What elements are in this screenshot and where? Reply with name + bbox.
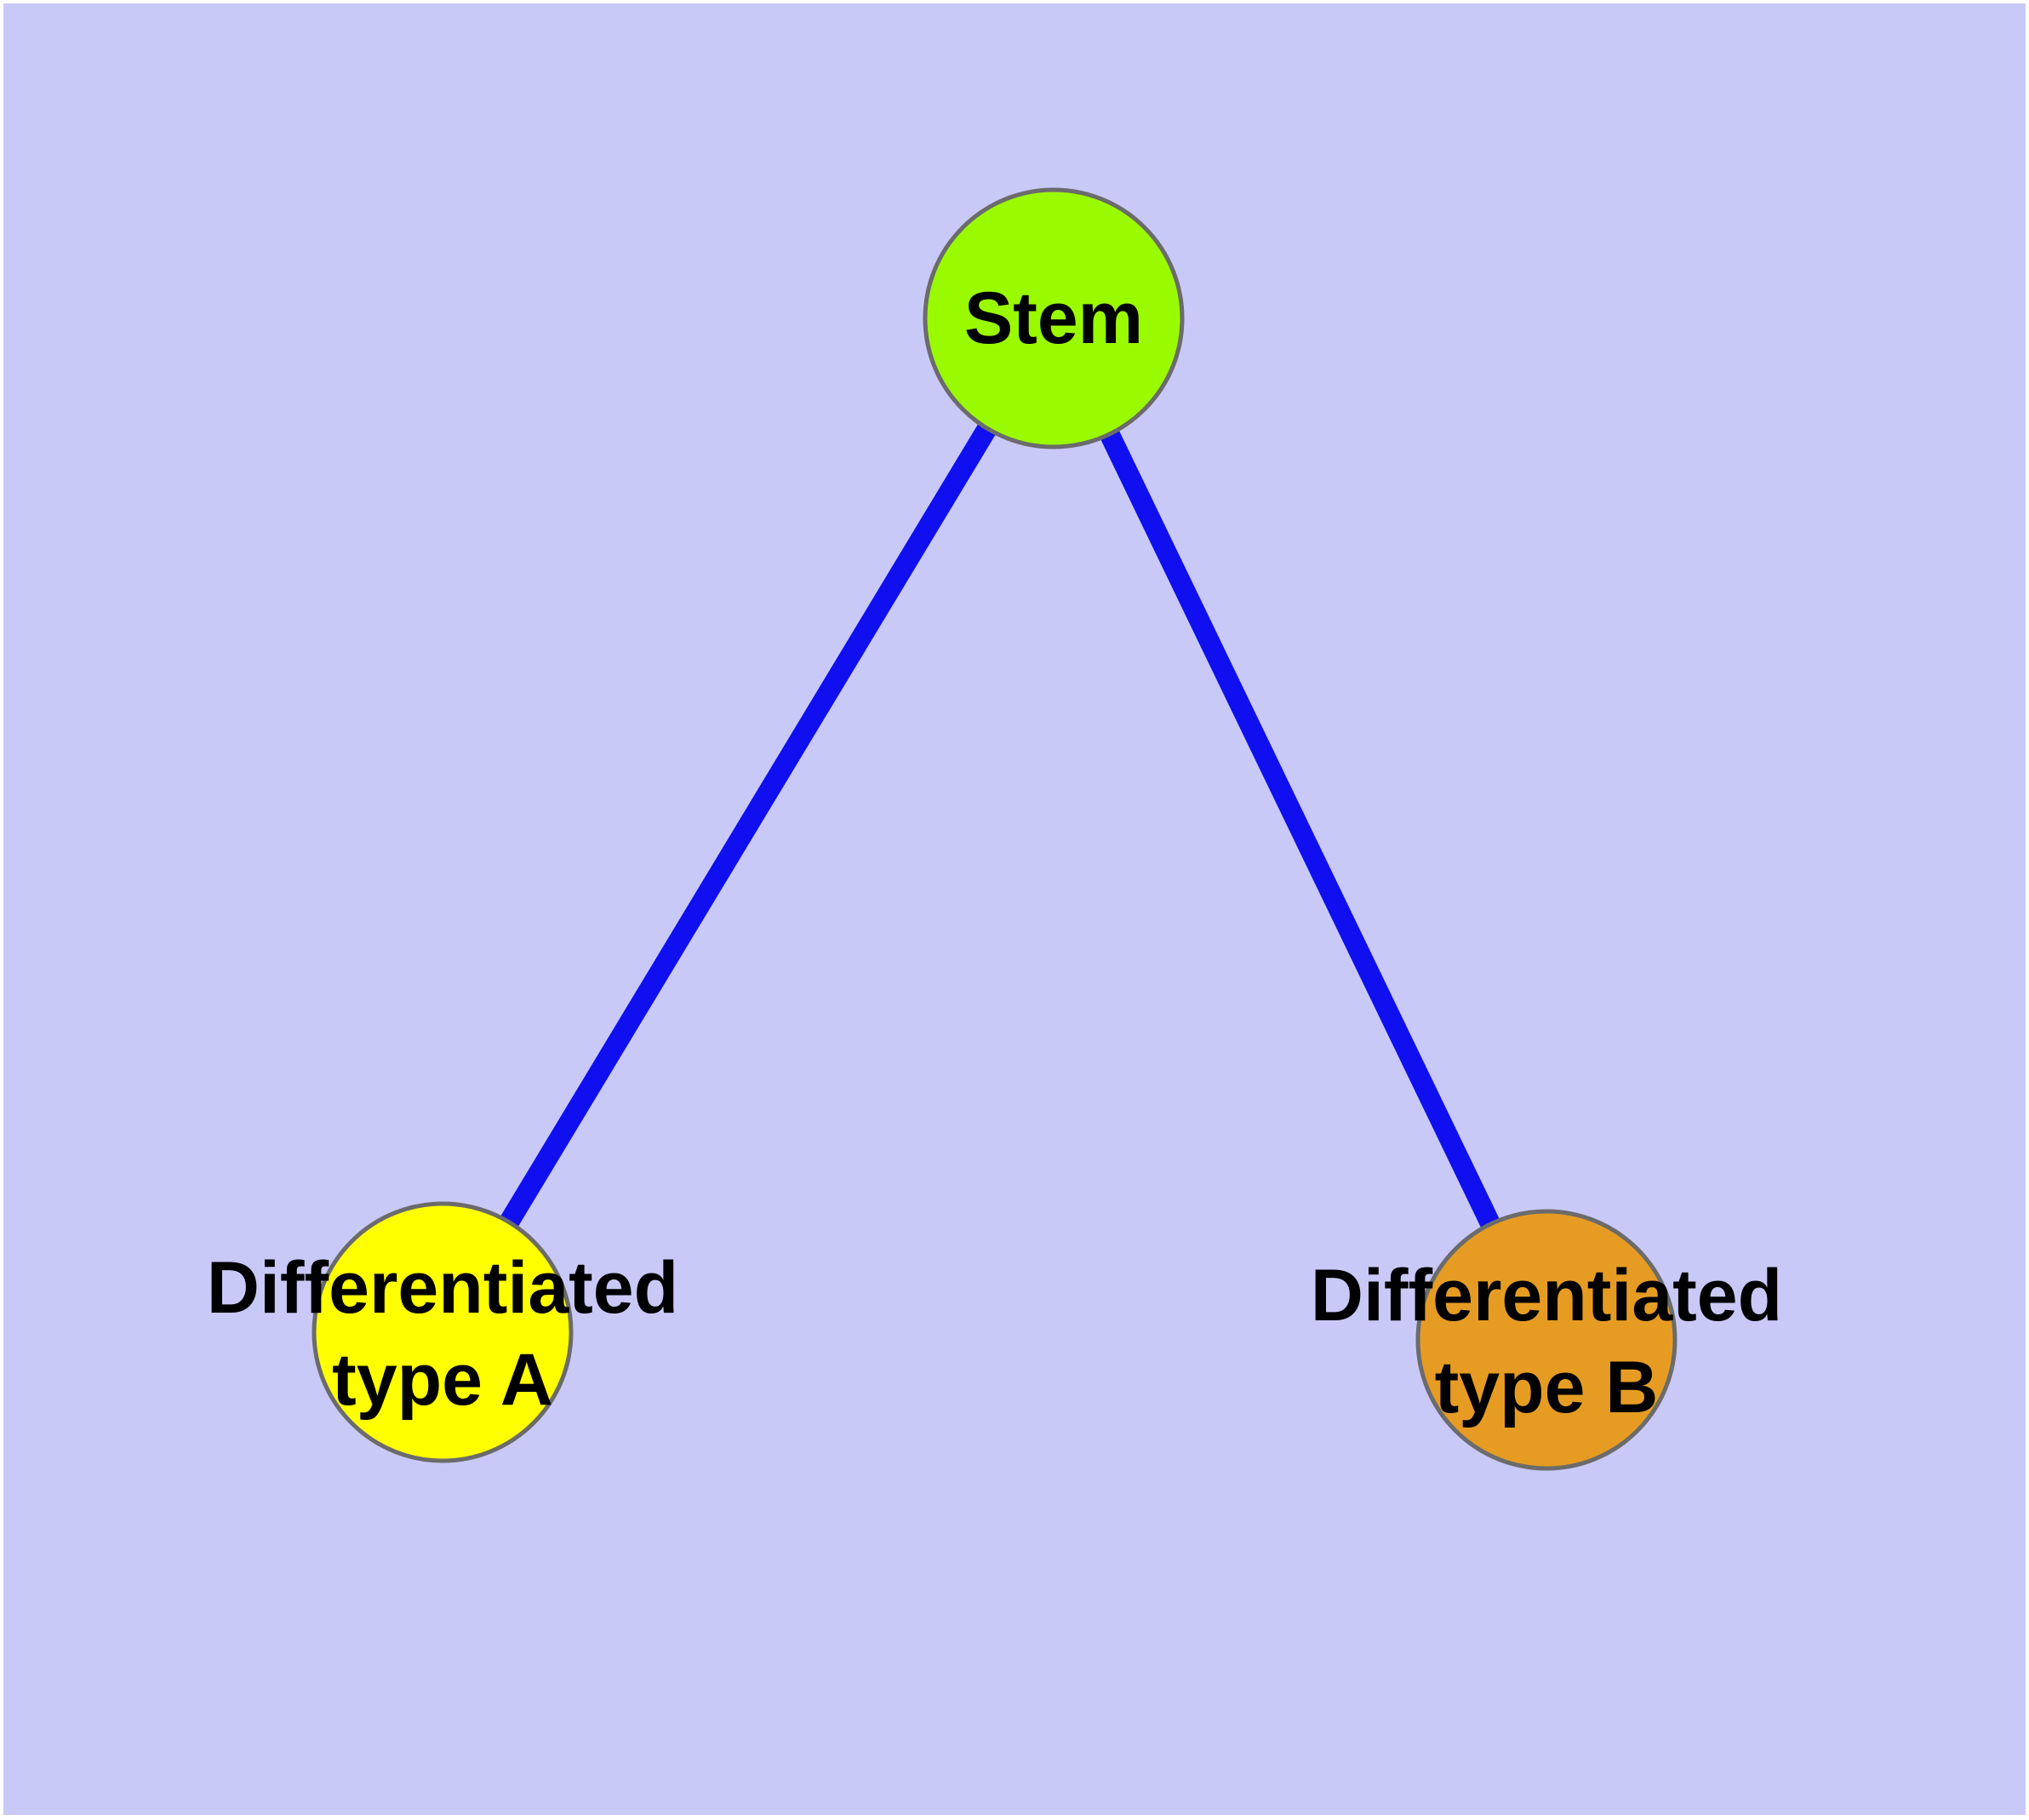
type-b-label-line2: type B [1434, 1347, 1659, 1428]
edge-stem-to-type-a [433, 312, 1063, 1338]
type-a-label-line1: Differentiated [206, 1247, 679, 1329]
stem-node-label: Stem [963, 278, 1144, 359]
type-b-label-line1: Differentiated [1310, 1255, 1783, 1336]
type-b-node-circle [1415, 1209, 1677, 1471]
type-a-node-circle [311, 1201, 574, 1463]
edge-stem-to-type-b [1044, 313, 1556, 1345]
type-a-label-line2: type A [332, 1339, 553, 1421]
type-a-node-label: Differentiated type A [207, 1242, 678, 1426]
stem-node-circle [923, 187, 1185, 449]
type-b-node-label: Differentiated type B [1311, 1250, 1782, 1434]
